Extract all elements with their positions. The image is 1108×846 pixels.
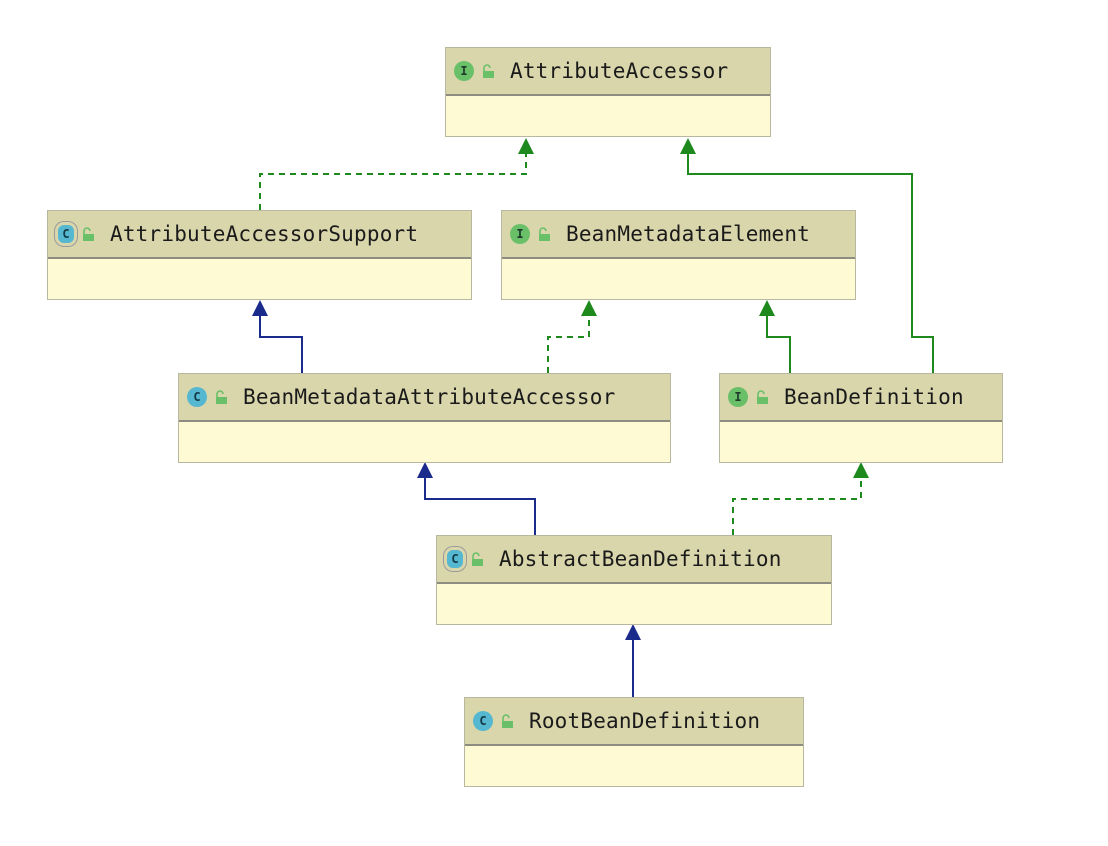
class-name: AttributeAccessor	[510, 59, 729, 83]
edge-rootbeandefinition-abstractbeandefinition	[625, 624, 641, 697]
node-header: C BeanMetadataAttributeAccessor	[179, 374, 670, 422]
edge-abstractbeandefinition-beandefinition	[732, 462, 869, 535]
class-name: BeanMetadataAttributeAccessor	[243, 385, 616, 409]
node-rootbeandefinition[interactable]: C RootBeanDefinition	[464, 697, 804, 787]
class-name: BeanMetadataElement	[566, 222, 811, 246]
edge-abstractbeandefinition-beanmetadataattributeaccessor	[417, 462, 536, 535]
node-beandefinition[interactable]: I BeanDefinition	[719, 373, 1003, 463]
node-header: I BeanDefinition	[720, 374, 1002, 422]
class-name: AttributeAccessorSupport	[110, 222, 419, 246]
interface-icon: I	[454, 61, 474, 81]
class-icon: C	[187, 387, 207, 407]
node-body	[48, 259, 471, 297]
unlocked-icon	[502, 714, 513, 728]
class-name: RootBeanDefinition	[529, 709, 761, 733]
abstract-class-icon: C	[447, 550, 463, 568]
node-body	[437, 584, 831, 622]
class-icon: C	[473, 711, 493, 731]
interface-icon: I	[728, 387, 748, 407]
node-attributeaccessor[interactable]: I AttributeAccessor	[445, 47, 771, 137]
node-body	[502, 259, 855, 297]
edge-attributeaccessorsupport-attributeaccessor	[259, 138, 534, 210]
node-header: C AttributeAccessorSupport	[48, 211, 471, 259]
edge-beanmetadataattributeaccessor-beanmetadataelement	[547, 300, 597, 373]
class-name: AbstractBeanDefinition	[499, 547, 782, 571]
unlocked-icon	[539, 227, 550, 241]
unlocked-icon	[83, 227, 94, 241]
node-header: I AttributeAccessor	[446, 48, 770, 96]
node-abstractbeandefinition[interactable]: C AbstractBeanDefinition	[436, 535, 832, 625]
node-header: C AbstractBeanDefinition	[437, 536, 831, 584]
node-body	[465, 746, 803, 784]
edge-beandefinition-beanmetadataelement	[759, 300, 791, 373]
node-body	[446, 96, 770, 134]
unlocked-icon	[216, 390, 227, 404]
unlocked-icon	[757, 390, 768, 404]
edge-beandefinition-attributeaccessor	[680, 138, 934, 373]
node-header: I BeanMetadataElement	[502, 211, 855, 259]
unlocked-icon	[472, 552, 483, 566]
interface-icon: I	[510, 224, 530, 244]
edge-beanmetadataattributeaccessor-attributeaccessorsupport	[252, 300, 303, 373]
unlocked-icon	[483, 64, 494, 78]
node-attributeaccessorsupport[interactable]: C AttributeAccessorSupport	[47, 210, 472, 300]
abstract-class-icon: C	[58, 225, 74, 243]
node-header: C RootBeanDefinition	[465, 698, 803, 746]
node-body	[179, 422, 670, 460]
node-beanmetadataattributeaccessor[interactable]: C BeanMetadataAttributeAccessor	[178, 373, 671, 463]
node-body	[720, 422, 1002, 460]
node-beanmetadataelement[interactable]: I BeanMetadataElement	[501, 210, 856, 300]
class-name: BeanDefinition	[784, 385, 964, 409]
